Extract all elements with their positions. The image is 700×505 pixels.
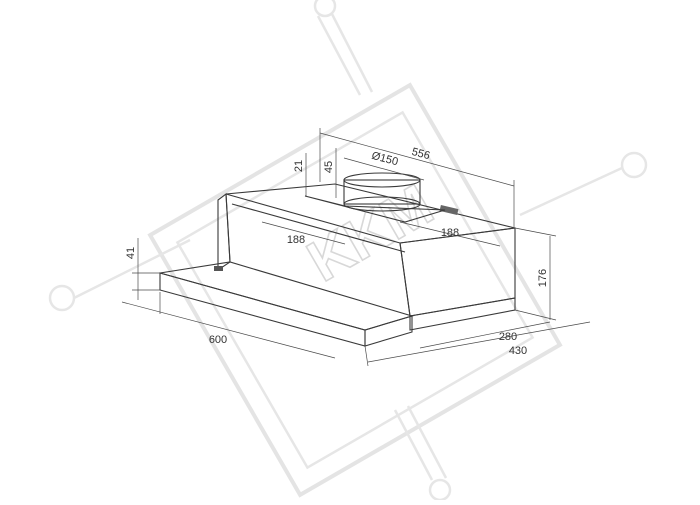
duct-top-rim [343, 172, 421, 188]
dim-ext-176-top [514, 227, 557, 237]
label-188-left: 188 [287, 234, 305, 246]
dim-line-600 [121, 301, 336, 359]
watermark-arm-top-b [330, 13, 374, 93]
watermark: KKM [48, 0, 648, 502]
dim-ext-430-left [364, 345, 369, 367]
top-grille [439, 205, 459, 215]
label-556: 556 [410, 146, 431, 162]
label-430: 430 [509, 345, 527, 357]
watermark-ring-bottom [428, 478, 452, 502]
watermark-ring-top [313, 0, 337, 18]
watermark-arm-top-a [316, 15, 362, 96]
dim-ext-176-bottom [514, 309, 557, 321]
dim-line-430 [367, 321, 591, 363]
dim-line-556 [319, 132, 515, 187]
hood-housing-bottom [409, 297, 516, 331]
telescopic-panel-side [364, 315, 413, 347]
watermark-arm-bottom-b [406, 405, 448, 479]
dim-line-188-right [399, 221, 501, 247]
duct-mount-plate [304, 195, 446, 223]
label-600: 600 [209, 334, 227, 346]
dim-line-280 [419, 321, 551, 349]
duct-collar [304, 172, 446, 223]
watermark-arm-left [73, 238, 191, 300]
dim-line-150 [343, 157, 425, 181]
label-176: 176 [537, 269, 549, 287]
watermark-arm-bottom-a [393, 409, 434, 481]
label-21: 21 [293, 160, 305, 172]
duct-bottom-rim [343, 196, 421, 212]
label-41: 41 [125, 247, 137, 259]
watermark-arm-right [519, 166, 623, 217]
dim-line-188-left [261, 221, 346, 245]
label-duct-diameter: Ø150 [370, 150, 399, 169]
watermark-ring-left [48, 284, 76, 312]
duct-cylinder [343, 179, 421, 205]
hood-top-inner-rim [231, 203, 406, 253]
hood-inner-edge-left [225, 193, 231, 263]
watermark-ring-right [620, 151, 648, 179]
label-45: 45 [323, 161, 335, 173]
label-188-right: 188 [441, 227, 459, 239]
watermark-frame-outer [147, 82, 563, 498]
hood-inner-edge-right [399, 242, 411, 317]
panel-control-knob [214, 266, 223, 271]
watermark-frame-inner [175, 110, 535, 470]
label-280: 280 [499, 331, 517, 343]
watermark-text: KKM [297, 172, 444, 294]
dimension-lines [121, 128, 591, 367]
